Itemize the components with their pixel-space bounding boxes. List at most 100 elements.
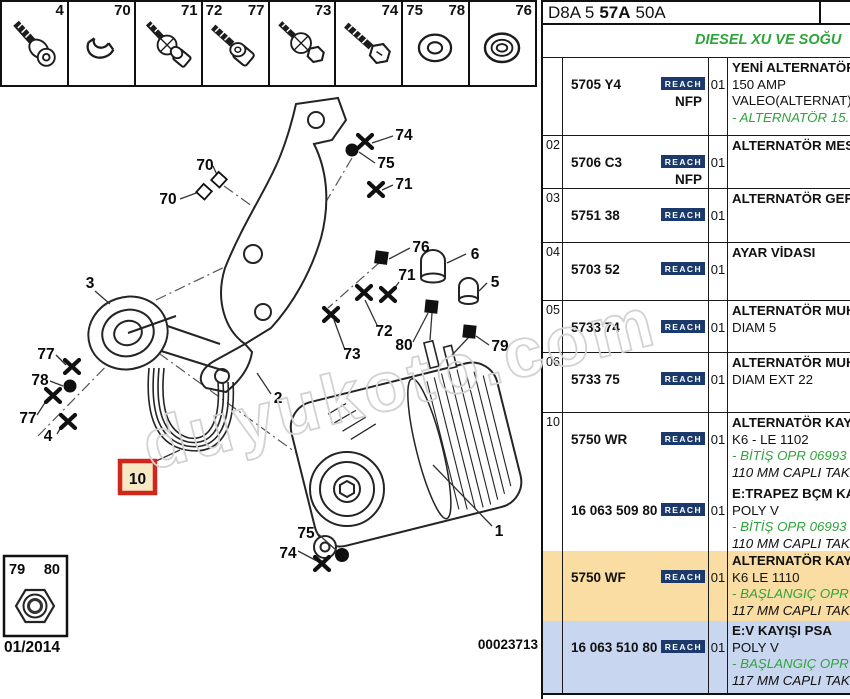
desc-line: 117 MM CAPLI TAKV [732,602,850,618]
part-number: 5703 52 [571,262,620,277]
reach-badge[interactable]: REACH [660,570,705,583]
row-index: 10 [543,413,563,484]
hex-bolt-icon [344,22,392,65]
highlight-box-10: 10 [117,458,158,496]
quantity: 01 [709,58,728,135]
part-cell: 16 063 510 80 REACH [563,621,709,693]
reach-badge[interactable]: REACH [660,77,705,90]
callout-70: 70 [159,191,176,208]
part-number: 5733 74 [571,320,620,335]
reach-badge[interactable]: REACH [660,262,705,275]
callout-numbers: 70 70 3 74 75 71 76 6 71 5 72 73 80 79 2… [19,127,509,562]
callout-75: 75 [377,155,395,172]
quantity: 01 [709,621,728,693]
part-cell: 5706 C3 REACH NFP [563,136,709,188]
callout-80: 80 [395,337,412,354]
quantity: 01 [709,301,728,352]
table-row-04: 04 5703 52 REACH 01 AYAR VİDASI [543,243,850,301]
reach-badge[interactable]: REACH [660,155,705,168]
fastener-cell-76: 76 [470,2,535,85]
table-row-01: 5705 Y4 REACH NFP 01 YENİ ALTERNATÖR 150… [543,58,850,136]
row-index: 05 [543,301,563,352]
catalog-code-bold: 57A [599,3,631,22]
group-entry-5750wr: 10 5750 WR REACH 01 ALTERNATÖR KAYIŞ K6 … [543,413,850,484]
desc-line: - BAŞLANGIÇ OPR 0 [732,586,850,602]
drawing-number: 00023713 [478,637,539,652]
flange-nut-icon [483,32,521,64]
description-cell: ALTERNATÖR MUHA DIAM 5 [728,301,850,352]
desc-line: ALTERNATÖR MUHA [732,303,850,318]
callout-6: 6 [471,246,480,263]
quantity: 01 [709,243,728,300]
reach-badge[interactable]: REACH [660,372,705,385]
fastener-cell-70: 70 [69,2,136,85]
flange-bolt-icon [13,20,56,67]
quantity: 01 [709,189,728,242]
group-entry-1606350980: 16 063 509 80 REACH 01 E:TRAPEZ BÇM KAY … [543,484,850,551]
table-row-02: 02 5706 C3 REACH NFP 01 ALTERNATÖR MESN [543,136,850,189]
quantity: 01 [709,484,728,551]
table-row-06: 06 5733 75 REACH 01 ALTERNATÖR MUHA DIAM… [543,353,850,413]
quantity: 01 [709,136,728,188]
row-index: 04 [543,243,563,300]
screw-washer-nut-icon [277,21,325,64]
desc-line: 110 MM CAPLI TAKV [732,464,850,480]
fastener-label: 71 [180,2,198,19]
belt [147,367,235,452]
legend-label-80: 80 [44,562,60,578]
desc-line: - BAŞLANGIÇ OPR 0 [732,656,850,672]
legend-label-79: 79 [9,562,25,578]
quantity: 01 [709,413,728,484]
nfp-label: NFP [675,172,702,187]
part-cell: 5703 52 REACH [563,243,709,300]
desc-line: ALTERNATÖR KAYIŞ [732,553,850,568]
fastener-label: 78 [448,2,466,19]
fastener-cell-73: 73 [270,2,337,85]
fastener-label: 4 [55,2,64,19]
row-index [543,58,563,135]
desc-line: K6 - LE 1102 [732,431,809,447]
row-index: 06 [543,353,563,412]
desc-line: E:V KAYIŞI PSA [732,623,833,638]
fastener-cell-71: 71 [136,2,203,85]
desc-line: DIAM EXT 22 [732,371,814,387]
callout-73: 73 [343,346,361,363]
socket-bolt-icon [210,24,255,67]
description-cell: E:TRAPEZ BÇM KAY POLY V - BİTİŞ OPR 0699… [728,484,850,551]
reach-badge[interactable]: REACH [660,432,705,445]
part-number: 5733 75 [571,372,620,387]
desc-line: ALTERNATÖR MESN [732,138,850,153]
callout-74: 74 [395,127,413,144]
part-number: 5750 WF [571,570,626,585]
desc-line: POLY V [732,639,779,655]
part-number: 16 063 509 80 [571,503,658,518]
callout-1: 1 [495,523,504,540]
section-title: DIESEL XU VE SOĞU [695,32,842,48]
table-row-10-group: 10 5750 WR REACH 01 ALTERNATÖR KAYIŞ K6 … [543,413,850,695]
description-cell: E:V KAYIŞI PSA POLY V - BAŞLANGIÇ OPR 0 … [728,621,850,693]
reach-badge[interactable]: REACH [660,208,705,221]
reach-badge[interactable]: REACH [660,640,705,653]
fastener-cell-72-77: 72 77 [203,2,270,85]
fastener-strip: 4 70 71 [0,0,537,87]
callout-2: 2 [274,390,283,407]
callout-74: 74 [279,545,297,562]
callout-75: 75 [297,525,315,542]
x-markers [43,132,398,573]
protection-caps [420,249,479,305]
reach-badge[interactable]: REACH [660,503,705,516]
quantity: 01 [709,551,728,621]
callout-3: 3 [86,275,95,292]
part-number: 5751 38 [571,208,620,223]
nfp-label: NFP [675,94,702,109]
desc-line: ALTERNATÖR KAYIŞ [732,415,850,430]
date-label: 01/2014 [4,639,60,656]
callout-79: 79 [491,338,509,355]
part-cell: 16 063 509 80 REACH [563,484,709,551]
table-row-03: 03 5751 38 REACH 01 ALTERNATÖR GERİC [543,189,850,243]
reach-badge[interactable]: REACH [660,320,705,333]
section-title-row: DIESEL XU VE SOĞU [543,25,850,58]
legend-box: 79 80 [2,554,69,638]
part-number: 16 063 510 80 [571,640,658,655]
desc-line: POLY V [732,502,779,518]
